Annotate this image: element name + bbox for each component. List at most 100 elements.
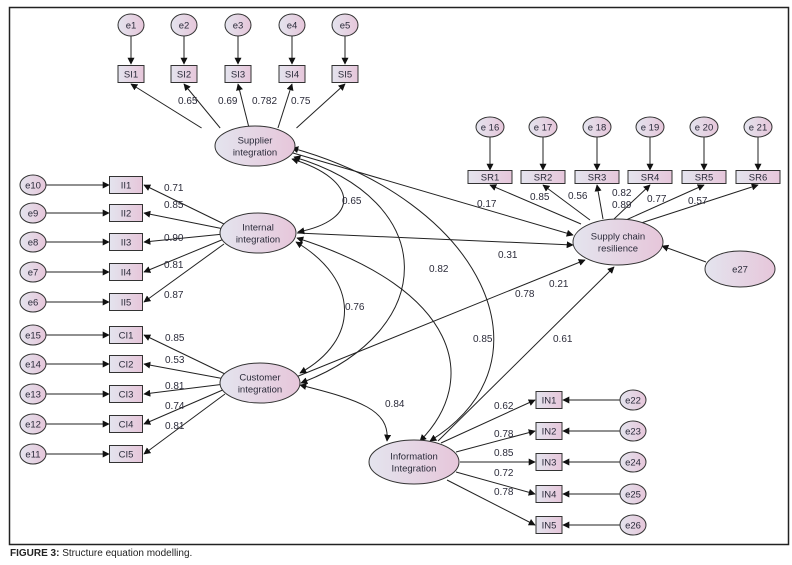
indicator-SI5-label: SI5 [338, 70, 352, 81]
indicator-IN5 [535, 516, 563, 534]
error-e22 [619, 389, 647, 411]
error-e4-label: e4 [287, 21, 298, 32]
loading-SI1 [130, 83, 202, 129]
cov-SI-II [291, 157, 345, 235]
figure-caption: FIGURE 3: Structure equation modelling. [10, 548, 192, 559]
error-e14-label: e14 [25, 360, 41, 371]
indicator-SI4-label: SI4 [285, 70, 299, 81]
error-e26-label: e26 [625, 521, 641, 532]
error-e27 [704, 250, 776, 288]
path-label-ii-ci: 0.76 [345, 302, 365, 313]
indicator-II1 [109, 176, 143, 194]
loading-II4 [143, 238, 225, 273]
loading-CI2 [143, 361, 226, 380]
indicator-CI3-label: CI3 [119, 390, 134, 401]
indicator-II2-label: II2 [121, 209, 132, 220]
indicator-SR5-label: SR5 [695, 173, 713, 184]
latent-internal-integration-label: Internal [242, 223, 274, 234]
path-IN-SCR [437, 266, 615, 442]
cov-CI-IN [299, 383, 392, 442]
indicator-CI4 [109, 415, 143, 433]
indicator-CI1 [109, 326, 143, 344]
path-CI-SCR [295, 259, 586, 378]
indicator-IN1 [535, 391, 563, 409]
loading-IN5 [446, 479, 536, 526]
error-e3 [224, 13, 252, 37]
indicator-IN4-label: IN4 [542, 490, 557, 501]
indicator-II2 [109, 204, 143, 222]
cov-II-IN [296, 236, 452, 442]
error-e16 [475, 116, 505, 138]
error-e16-label: e 16 [481, 123, 500, 134]
error-arrow-e27 [661, 244, 707, 263]
loading-label-CI2: 0.53 [165, 355, 185, 366]
indicator-IN5-label: IN5 [542, 521, 557, 532]
error-e8-label: e8 [28, 238, 39, 249]
error-e19 [635, 116, 665, 138]
indicator-II5 [109, 293, 143, 311]
error-e17-label: e 17 [534, 123, 553, 134]
loading-SI5 [296, 83, 346, 129]
loading-label-SI1: 0.65 [178, 96, 198, 107]
error-e7-label: e7 [28, 268, 39, 279]
error-e2 [170, 13, 198, 37]
loading-label-II4: 0.81 [164, 260, 184, 271]
indicator-SR1 [467, 170, 513, 184]
loading-label-IN1: 0.62 [494, 401, 514, 412]
indicator-SR3-label: SR3 [588, 173, 606, 184]
error-e14 [19, 353, 47, 375]
loading-label-II3: 0.90 [164, 233, 184, 244]
indicator-II3 [109, 233, 143, 251]
cov-SI-CI [293, 155, 405, 385]
error-e24 [619, 451, 647, 473]
loading-label-II2: 0.85 [164, 200, 184, 211]
loading-label-IN3: 0.85 [494, 448, 514, 459]
indicator-SI4 [278, 65, 306, 83]
error-e3-label: e3 [233, 21, 244, 32]
latent-supply-chain-resilience-label: resilience [598, 244, 638, 255]
indicator-SR6 [735, 170, 781, 184]
loading-label-SR1: 0.85 [530, 192, 550, 203]
indicator-IN2-label: IN2 [542, 427, 557, 438]
error-e1 [117, 13, 145, 37]
cov-II-CI [295, 241, 345, 374]
indicator-SR1-label: SR1 [481, 173, 499, 184]
indicator-CI1-label: CI1 [119, 331, 134, 342]
loading-label-SR6: 0.57 [688, 196, 708, 207]
error-e12-label: e12 [25, 420, 41, 431]
loading-CI5 [143, 393, 226, 455]
loading-IN1 [440, 399, 536, 444]
error-e1-label: e1 [126, 21, 137, 32]
error-e21 [743, 116, 773, 138]
latent-supplier-integration-label: integration [233, 148, 277, 159]
indicator-SI1-label: SI1 [124, 70, 138, 81]
error-e10-label: e10 [25, 181, 41, 192]
loading-label-IN4: 0.72 [494, 468, 514, 479]
latent-supply-chain-resilience-label: Supply chain [591, 232, 645, 243]
latent-supply-chain-resilience [572, 218, 664, 266]
error-e13-label: e13 [25, 390, 41, 401]
path-label-ci-scr: 0.21 [549, 279, 569, 290]
indicator-SR5 [681, 170, 727, 184]
error-e8 [19, 231, 47, 253]
error-e23 [619, 420, 647, 442]
error-e25-label: e25 [625, 490, 641, 501]
error-e2-label: e2 [179, 21, 190, 32]
indicator-SR4 [627, 170, 673, 184]
error-e23-label: e23 [625, 427, 641, 438]
loading-IN4 [455, 471, 536, 496]
loading-label-CI5: 0.81 [165, 421, 185, 432]
loading-SI2 [183, 83, 221, 129]
path-label-ci-in: 0.84 [385, 399, 405, 410]
loading-CI3 [143, 383, 226, 397]
caption-label: FIGURE 3: [10, 548, 60, 559]
loading-SR5 [625, 184, 705, 221]
indicator-CI5 [109, 445, 143, 463]
error-e17 [528, 116, 558, 138]
loading-label-SR5: 0.77 [647, 194, 667, 205]
loading-label-CI4: 0.74 [165, 401, 185, 412]
indicator-SI3-label: SI3 [231, 70, 245, 81]
latent-supplier-integration-label: Supplier [238, 136, 273, 147]
figure-frame [8, 6, 790, 546]
path-label-si-scr: 0.17 [477, 199, 497, 210]
